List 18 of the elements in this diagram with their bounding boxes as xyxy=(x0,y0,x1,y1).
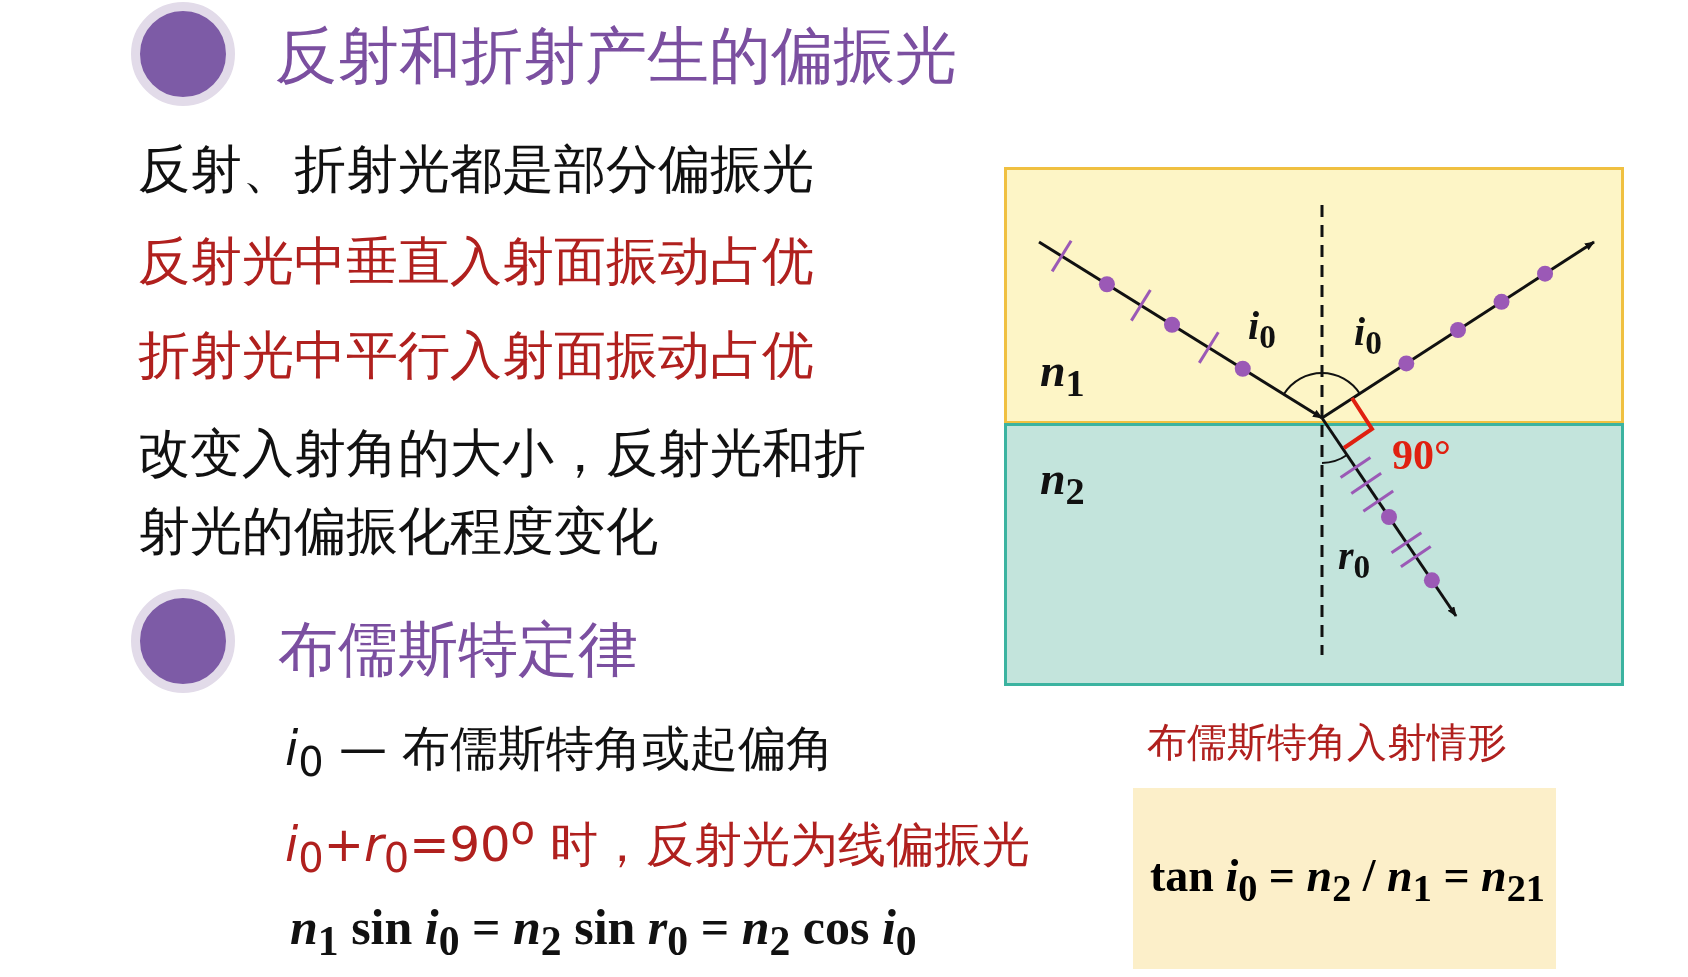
formula-text: n$_{1}$ sin i$_{0}$ = n$_{2}$ sin r$_{0}$ = n$_{2}$ cos i$_{0}$ xyxy=(290,898,917,966)
formula-text: tan i$_{0}$ = n$_{2}$ / n$_{1}$ = n$_{21}$ xyxy=(1149,849,1546,911)
angle-label: i$_{0}$ xyxy=(1354,308,1382,363)
condition-text: i$_{0}$+r$_{0}$=90$^{o}$ 时，反射光为线偏振光 xyxy=(285,806,1031,883)
medium-label: n$_{1}$ xyxy=(1040,344,1085,407)
statement-text: 折射光中平行入射面振动占优 xyxy=(138,324,814,387)
statement-text: 改变入射角的大小，反射光和折射光的偏振化程度变化 xyxy=(138,422,867,563)
section-heading: 布儒斯特定律 xyxy=(278,613,638,686)
medium-label: n$_{2}$ xyxy=(1040,452,1085,515)
definition-text: i$_{0}$ — 布儒斯特角或起偏角 xyxy=(285,719,835,787)
statement-text: 反射、折射光都是部分偏振光 xyxy=(138,138,814,201)
angle-label: r$_{0}$ xyxy=(1338,532,1371,587)
slide-title: 反射和折射产生的偏振光 xyxy=(275,18,957,94)
angle-label: 90° xyxy=(1392,431,1451,480)
angle-label: i$_{0}$ xyxy=(1248,302,1276,357)
formula-box xyxy=(1133,788,1556,969)
statement-text: 反射光中垂直入射面振动占优 xyxy=(138,230,814,293)
figure-caption: 布儒斯特角入射情形 xyxy=(1147,718,1507,767)
